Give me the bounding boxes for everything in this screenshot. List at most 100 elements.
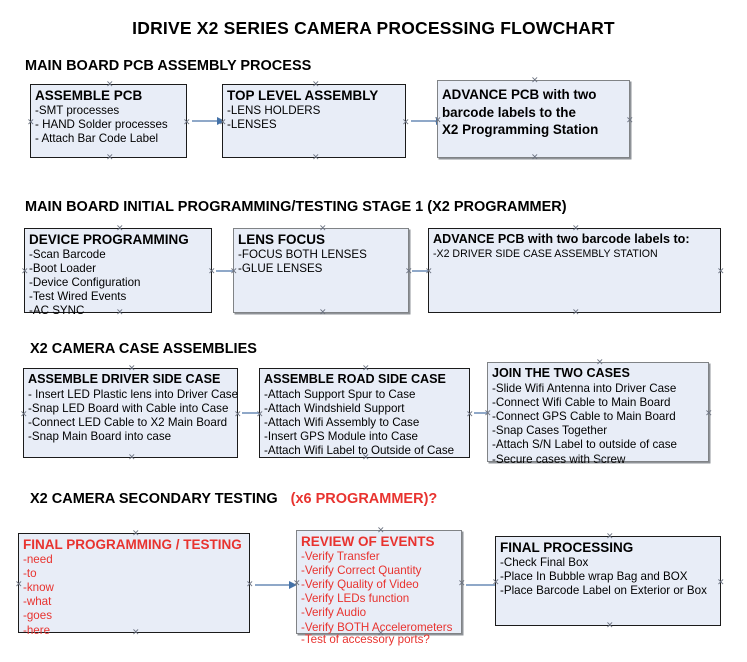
node-line: -Attach Wifi Assembly to Case xyxy=(264,415,420,429)
node-line: - Attach Bar Code Label xyxy=(35,131,159,145)
node-line: -Snap Main Board into case xyxy=(28,430,172,444)
node-line: -Connect LED Cable to X2 Main Board xyxy=(28,415,228,429)
node-line: -Verify Correct Quantity xyxy=(301,563,422,577)
connection-handle-bottom[interactable] xyxy=(606,622,613,629)
connection-handle-top[interactable] xyxy=(606,533,613,540)
connection-handle-right[interactable] xyxy=(402,119,409,126)
node-line: -Slide Wifi Antenna into Driver Case xyxy=(492,381,677,395)
node-line: -Attach Support Spur to Case xyxy=(264,387,416,401)
section-heading-accent: (x6 PROGRAMMER)? xyxy=(290,491,438,507)
connector-final-programming-to-review xyxy=(255,581,297,589)
node-assemble-driver-side-case[interactable]: ASSEMBLE DRIVER SIDE CASE - Insert LED P… xyxy=(23,368,238,458)
connection-handle-right[interactable] xyxy=(626,117,633,124)
section-heading-text: X2 CAMERA SECONDARY TESTING xyxy=(30,491,278,507)
node-line: ADVANCE PCB with two xyxy=(442,87,597,102)
connection-handle-right[interactable] xyxy=(466,411,473,418)
node-header: ADVANCE PCB with two barcode labels to: xyxy=(433,232,690,246)
connection-handle-right[interactable] xyxy=(458,580,465,587)
connection-handle-top[interactable] xyxy=(596,359,603,366)
connection-handle-top[interactable] xyxy=(377,527,384,534)
node-header: REVIEW OF EVENTS xyxy=(301,534,435,549)
connection-handle-right[interactable] xyxy=(234,411,241,418)
node-line: -Connect Wifi Cable to Main Board xyxy=(492,395,671,409)
node-header: DEVICE PROGRAMMING xyxy=(29,232,189,247)
node-review-of-events[interactable]: REVIEW OF EVENTS -Verify Transfer -Verif… xyxy=(296,527,465,646)
connection-handle-top[interactable] xyxy=(312,81,319,88)
connector-top-level-to-advance-pcb xyxy=(411,117,444,125)
connection-handle-left[interactable] xyxy=(20,411,27,418)
connection-handle-top[interactable] xyxy=(531,77,538,84)
node-top-level-assembly[interactable]: TOP LEVEL ASSEMBLY -LENS HOLDERS -LENSES xyxy=(222,84,406,158)
connection-handle-right[interactable] xyxy=(246,581,253,588)
node-line: - HAND Solder processes xyxy=(35,117,168,131)
node-line: -Boot Loader xyxy=(29,261,97,275)
connection-handle-top[interactable] xyxy=(319,225,326,232)
node-line: -Secure cases with Screw xyxy=(492,452,626,466)
node-line: -X2 DRIVER SIDE CASE ASSEMBLY STATION xyxy=(433,247,658,260)
connection-handle-top[interactable] xyxy=(128,365,135,372)
arrow-head-icon xyxy=(217,117,225,125)
node-line: -Device Configuration xyxy=(29,275,141,289)
connection-handle-top[interactable] xyxy=(362,365,369,372)
connection-handle-bottom[interactable] xyxy=(312,154,319,161)
node-line: -Verify Transfer xyxy=(301,549,380,563)
node-line: -Place Barcode Label on Exterior or Box xyxy=(500,583,707,597)
connection-handle-bottom[interactable] xyxy=(128,454,135,461)
node-line: -AC SYNC xyxy=(29,304,85,318)
node-line: -Snap LED Board with Cable into Case xyxy=(28,401,229,415)
node-line: -Attach Windshield Support xyxy=(264,401,405,415)
node-advance-pcb-driver-side[interactable]: ADVANCE PCB with two barcode labels to: … xyxy=(428,228,721,313)
connection-handle-top[interactable] xyxy=(572,225,579,232)
connection-handle-top[interactable] xyxy=(116,225,123,232)
connection-handle-right[interactable] xyxy=(705,410,712,417)
node-assemble-pcb[interactable]: ASSEMBLE PCB -SMT processes - HAND Solde… xyxy=(30,84,187,158)
node-header: LENS FOCUS xyxy=(238,232,326,247)
node-line: -Connect GPS Cable to Main Board xyxy=(492,409,676,423)
node-final-programming-testing[interactable]: FINAL PROGRAMMING / TESTING -need -to -k… xyxy=(15,530,253,637)
node-device-programming[interactable]: DEVICE PROGRAMMING -Scan Barcode -Boot L… xyxy=(21,225,215,317)
connection-handle-bottom[interactable] xyxy=(572,309,579,316)
connector-road-case-to-join-cases xyxy=(474,409,495,417)
node-line: -goes xyxy=(23,609,53,623)
connector-assemble-pcb-to-top-level xyxy=(192,117,225,125)
node-line: -what xyxy=(23,595,52,609)
connection-handle-top[interactable] xyxy=(106,81,113,88)
connector-driver-case-to-road-case xyxy=(242,409,267,417)
connection-handle-right[interactable] xyxy=(405,268,412,275)
node-line: -Insert GPS Module into Case xyxy=(264,430,419,444)
connection-handle-right[interactable] xyxy=(183,119,190,126)
connection-handle-right[interactable] xyxy=(208,268,215,275)
node-line: barcode labels to the xyxy=(442,104,576,120)
node-line: -need xyxy=(23,552,53,566)
connection-handle-right[interactable] xyxy=(717,579,724,586)
node-line: -know xyxy=(23,580,54,594)
node-header: TOP LEVEL ASSEMBLY xyxy=(227,88,379,103)
connection-handle-right[interactable] xyxy=(717,268,724,275)
node-line: -LENSES xyxy=(227,117,277,131)
connector-review-to-final-processing xyxy=(466,581,503,589)
node-line: -FOCUS BOTH LENSES xyxy=(238,247,367,261)
connection-handle-left[interactable] xyxy=(27,119,34,126)
node-lens-focus[interactable]: LENS FOCUS -FOCUS BOTH LENSES -GLUE LENS… xyxy=(233,228,409,313)
section-heading-pcb-assembly: MAIN BOARD PCB ASSEMBLY PROCESS xyxy=(25,58,312,74)
node-assemble-road-side-case[interactable]: ASSEMBLE ROAD SIDE CASE -Attach Support … xyxy=(259,368,470,458)
node-line: -Verify Quality of Video xyxy=(301,577,419,591)
connection-handle-bottom[interactable] xyxy=(531,154,538,161)
connection-handle-bottom[interactable] xyxy=(106,154,113,161)
node-line: - Insert LED Plastic lens into Driver Ca… xyxy=(28,387,239,401)
connector-device-programming-to-lens-focus xyxy=(216,267,241,275)
node-final-processing[interactable]: FINAL PROCESSING -Check Final Box -Place… xyxy=(495,536,721,626)
node-line: -SMT processes xyxy=(35,103,120,117)
connection-handle-left[interactable] xyxy=(15,581,22,588)
connection-handle-bottom[interactable] xyxy=(319,309,326,316)
node-line: -Test Wired Events xyxy=(29,290,127,304)
node-line: -Snap Cases Together xyxy=(492,424,608,438)
connection-handle-left[interactable] xyxy=(21,268,28,275)
node-header: ASSEMBLE PCB xyxy=(35,88,143,103)
node-line: -to xyxy=(23,566,37,580)
node-join-the-two-cases[interactable]: JOIN THE TWO CASES -Slide Wifi Antenna i… xyxy=(487,359,712,466)
node-advance-pcb-programming-station[interactable]: ADVANCE PCB with two barcode labels to t… xyxy=(437,80,630,158)
node-header: FINAL PROGRAMMING / TESTING xyxy=(23,537,242,552)
connection-handle-top[interactable] xyxy=(132,530,139,537)
node-line: X2 Programming Station xyxy=(442,122,599,137)
